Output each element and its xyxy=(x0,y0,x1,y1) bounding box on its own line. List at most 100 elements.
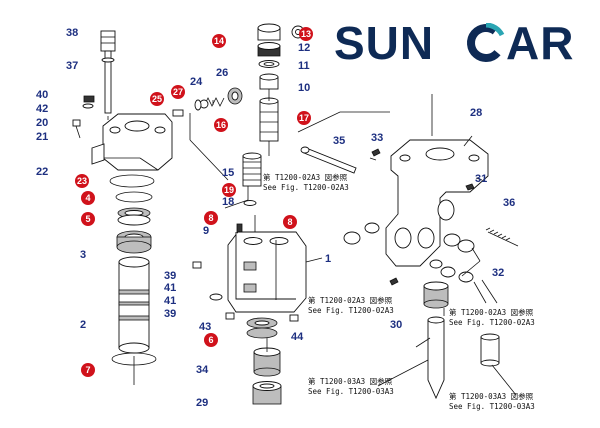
callout-43: 43 xyxy=(199,321,211,333)
badge-25: 25 xyxy=(150,92,164,106)
badge-16: 16 xyxy=(214,118,228,132)
part-6-seal-set xyxy=(246,317,278,339)
callout-3: 3 xyxy=(80,249,86,261)
badge-13: 13 xyxy=(299,27,313,41)
svg-text:See Fig. T1200-02A3: See Fig. T1200-02A3 xyxy=(449,318,535,327)
badge-27: 27 xyxy=(171,85,185,99)
part-25-pin xyxy=(172,109,184,117)
svg-text:第 T1200-02A3 図参照: 第 T1200-02A3 図参照 xyxy=(308,295,393,305)
svg-text:4: 4 xyxy=(85,193,90,203)
svg-text:See Fig. T1200-02A3: See Fig. T1200-02A3 xyxy=(263,183,349,192)
part-30-bushing xyxy=(423,281,449,309)
part-42-washer xyxy=(82,103,94,109)
callout-39b: 39 xyxy=(164,308,176,320)
callout-42: 42 xyxy=(36,103,48,115)
part-40-plug xyxy=(83,95,95,103)
part-18-washer xyxy=(243,200,257,206)
part-29-bushing xyxy=(252,381,282,405)
part-1-valve-body xyxy=(227,231,307,313)
callout-11: 11 xyxy=(298,60,310,72)
part-38-knob xyxy=(100,30,116,52)
svg-text:8: 8 xyxy=(287,217,292,227)
callout-9: 9 xyxy=(203,225,209,237)
logo-text-right: AR xyxy=(506,17,575,69)
ref-note-5: 第 T1200-03A3 図参照 See Fig. T1200-03A3 xyxy=(449,391,535,411)
callout-21: 21 xyxy=(36,131,48,143)
callout-32: 32 xyxy=(492,267,504,279)
svg-text:19: 19 xyxy=(224,185,234,195)
part-36-pin xyxy=(485,227,519,247)
callout-1: 1 xyxy=(325,253,331,265)
logo-text-left: SUN xyxy=(334,17,435,69)
callout-29: 29 xyxy=(196,397,208,409)
badge-6: 6 xyxy=(204,333,218,347)
part-sleeve xyxy=(480,333,500,367)
callout-18: 18 xyxy=(222,196,234,208)
badge-7: 7 xyxy=(81,363,95,377)
part-31-bolt xyxy=(465,183,475,191)
part-28-bracket xyxy=(385,139,489,267)
part-34-bushing xyxy=(253,347,281,377)
part-14-cap xyxy=(257,23,281,41)
part-roller-pin xyxy=(427,316,445,400)
part-5-seal xyxy=(117,207,151,226)
part-10-collar xyxy=(259,73,279,90)
callout-33: 33 xyxy=(371,132,383,144)
svg-text:See Fig. T1200-02A3: See Fig. T1200-02A3 xyxy=(308,306,394,315)
part-33-bolt xyxy=(371,148,381,157)
svg-text:8: 8 xyxy=(208,213,213,223)
part-22-retainer xyxy=(91,113,173,171)
callout-41b: 41 xyxy=(164,295,176,307)
callout-41a: 41 xyxy=(164,282,176,294)
svg-text:16: 16 xyxy=(216,120,226,130)
part-4-oring xyxy=(115,191,153,203)
svg-text:23: 23 xyxy=(77,176,87,186)
suncar-logo: SUN AR xyxy=(334,17,592,69)
svg-text:27: 27 xyxy=(173,87,183,97)
svg-text:6: 6 xyxy=(208,335,213,345)
logo-c-icon xyxy=(467,23,505,62)
part-24-spring xyxy=(199,97,225,109)
callout-26: 26 xyxy=(216,67,228,79)
part-2-piston xyxy=(118,256,150,354)
svg-text:7: 7 xyxy=(85,365,90,375)
badge-14: 14 xyxy=(212,34,226,48)
callout-34: 34 xyxy=(196,364,209,376)
callout-35: 35 xyxy=(333,135,345,147)
callout-24: 24 xyxy=(190,76,203,88)
badge-19: 19 xyxy=(222,183,236,197)
callout-10: 10 xyxy=(298,82,310,94)
part-27-ball xyxy=(194,99,202,111)
callout-30: 30 xyxy=(390,319,402,331)
part-44-plug xyxy=(289,314,299,322)
part-23-oring xyxy=(109,174,155,188)
callout-15: 15 xyxy=(222,167,234,179)
part-16-spool xyxy=(259,97,279,142)
part-37-rod xyxy=(101,50,115,114)
ref-note-3: 第 T1200-02A3 図参照 See Fig. T1200-02A3 xyxy=(449,307,535,327)
svg-text:13: 13 xyxy=(301,29,311,39)
callout-28: 28 xyxy=(470,107,482,119)
svg-text:5: 5 xyxy=(85,214,90,224)
svg-text:第 T1200-02A3 図参照: 第 T1200-02A3 図参照 xyxy=(449,307,534,317)
part-26-bushing xyxy=(227,87,243,105)
callout-labels: 38 37 40 42 20 21 22 3 2 24 26 12 11 10 … xyxy=(36,27,515,409)
badge-8a: 8 xyxy=(204,211,218,225)
svg-text:14: 14 xyxy=(214,36,224,46)
ref-note-4: 第 T1200-03A3 図参照 See Fig. T1200-03A3 xyxy=(308,376,394,396)
svg-text:第 T1200-03A3 図参照: 第 T1200-03A3 図参照 xyxy=(449,391,534,401)
part-20-bolt xyxy=(72,119,81,139)
ref-note-1: 第 T1200-02A3 図参照 See Fig. T1200-02A3 xyxy=(263,172,349,192)
callout-12: 12 xyxy=(298,42,310,54)
callout-31: 31 xyxy=(475,173,487,185)
svg-text:第 T1200-02A3 図参照: 第 T1200-02A3 図参照 xyxy=(263,172,348,182)
part-32-bushings xyxy=(343,222,475,286)
svg-text:17: 17 xyxy=(299,113,309,123)
badge-23: 23 xyxy=(75,174,89,188)
part-15-spring xyxy=(242,152,262,187)
callout-44: 44 xyxy=(291,331,304,343)
callout-2: 2 xyxy=(80,319,86,331)
svg-text:第 T1200-03A3 図参照: 第 T1200-03A3 図参照 xyxy=(308,376,393,386)
part-39-41-hardware xyxy=(192,261,223,301)
